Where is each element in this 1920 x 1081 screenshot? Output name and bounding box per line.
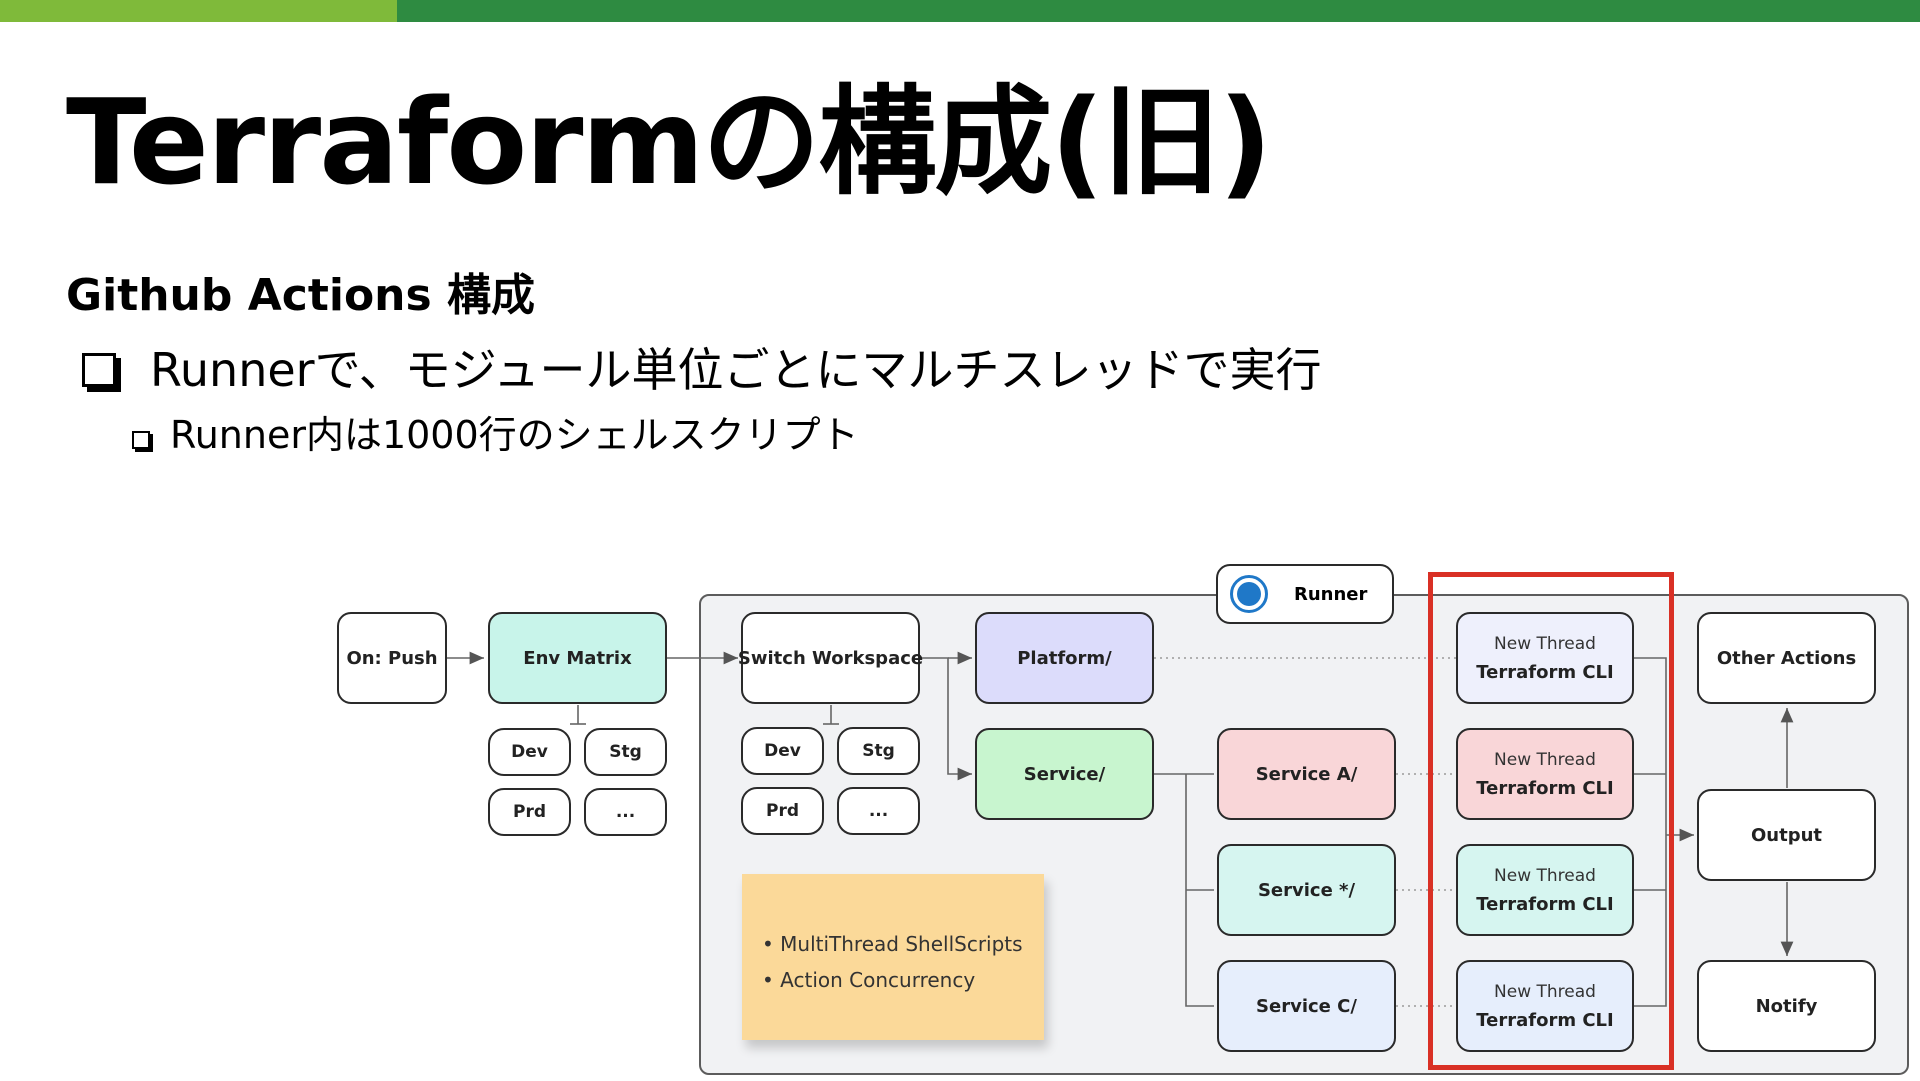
slide-title: Terraformの構成(旧) [66, 73, 1272, 211]
service-star-node: Service */ [1217, 844, 1396, 936]
terraform-cli-label: Terraform CLI [1476, 777, 1614, 799]
sticky-note-item: MultiThread ShellScripts [762, 926, 1044, 962]
other-actions-node: Other Actions [1697, 612, 1876, 704]
thread-label: New Thread [1494, 865, 1596, 886]
runner-label: Runner [1216, 564, 1394, 624]
thread-label: New Thread [1494, 981, 1596, 1002]
env-option-stg: Stg [584, 728, 667, 776]
thread-node-service-star: New Thread Terraform CLI [1456, 844, 1634, 936]
runner-text: Runner [1294, 583, 1368, 605]
sticky-note: MultiThread ShellScripts Action Concurre… [742, 874, 1044, 1040]
service-node: Service/ [975, 728, 1154, 820]
bullet-text: Runnerで、モジュール単位ごとにマルチスレッドで実行 [150, 343, 1322, 397]
workspace-option-prd: Prd [741, 787, 824, 835]
checkbox-bullet-icon [132, 431, 150, 449]
sticky-note-item: Action Concurrency [762, 962, 1044, 998]
notify-node: Notify [1697, 960, 1876, 1052]
output-node: Output [1697, 789, 1876, 881]
terraform-threads-highlight [1428, 572, 1674, 1070]
bullet-level1: Runnerで、モジュール単位ごとにマルチスレッドで実行 [82, 340, 1322, 400]
workspace-option-stg: Stg [837, 727, 920, 775]
terraform-cli-label: Terraform CLI [1476, 893, 1614, 915]
bullet-level2: Runner内は1000行のシェルスクリプト [132, 410, 859, 460]
service-a-node: Service A/ [1217, 728, 1396, 820]
github-icon [1230, 575, 1268, 613]
platform-node: Platform/ [975, 612, 1154, 704]
terraform-cli-label: Terraform CLI [1476, 1009, 1614, 1031]
terraform-cli-label: Terraform CLI [1476, 661, 1614, 683]
on-push-node: On: Push [337, 612, 447, 704]
thread-node-service-c: New Thread Terraform CLI [1456, 960, 1634, 1052]
env-option-prd: Prd [488, 788, 571, 836]
slide-subtitle: Github Actions 構成 [66, 270, 536, 321]
workspace-option-dev: Dev [741, 727, 824, 775]
top-accent-bar-left [0, 0, 397, 22]
workspace-option-more: ... [837, 787, 920, 835]
checkbox-bullet-icon [82, 353, 116, 387]
thread-label: New Thread [1494, 633, 1596, 654]
env-matrix-node: Env Matrix [488, 612, 667, 704]
switch-workspace-node: Switch Workspace [738, 612, 923, 704]
thread-node-platform: New Thread Terraform CLI [1456, 612, 1634, 704]
env-option-dev: Dev [488, 728, 571, 776]
top-accent-bar-right [397, 0, 1920, 22]
bullet-text: Runner内は1000行のシェルスクリプト [170, 413, 859, 457]
env-option-more: ... [584, 788, 667, 836]
service-c-node: Service C/ [1217, 960, 1396, 1052]
thread-node-service-a: New Thread Terraform CLI [1456, 728, 1634, 820]
thread-label: New Thread [1494, 749, 1596, 770]
